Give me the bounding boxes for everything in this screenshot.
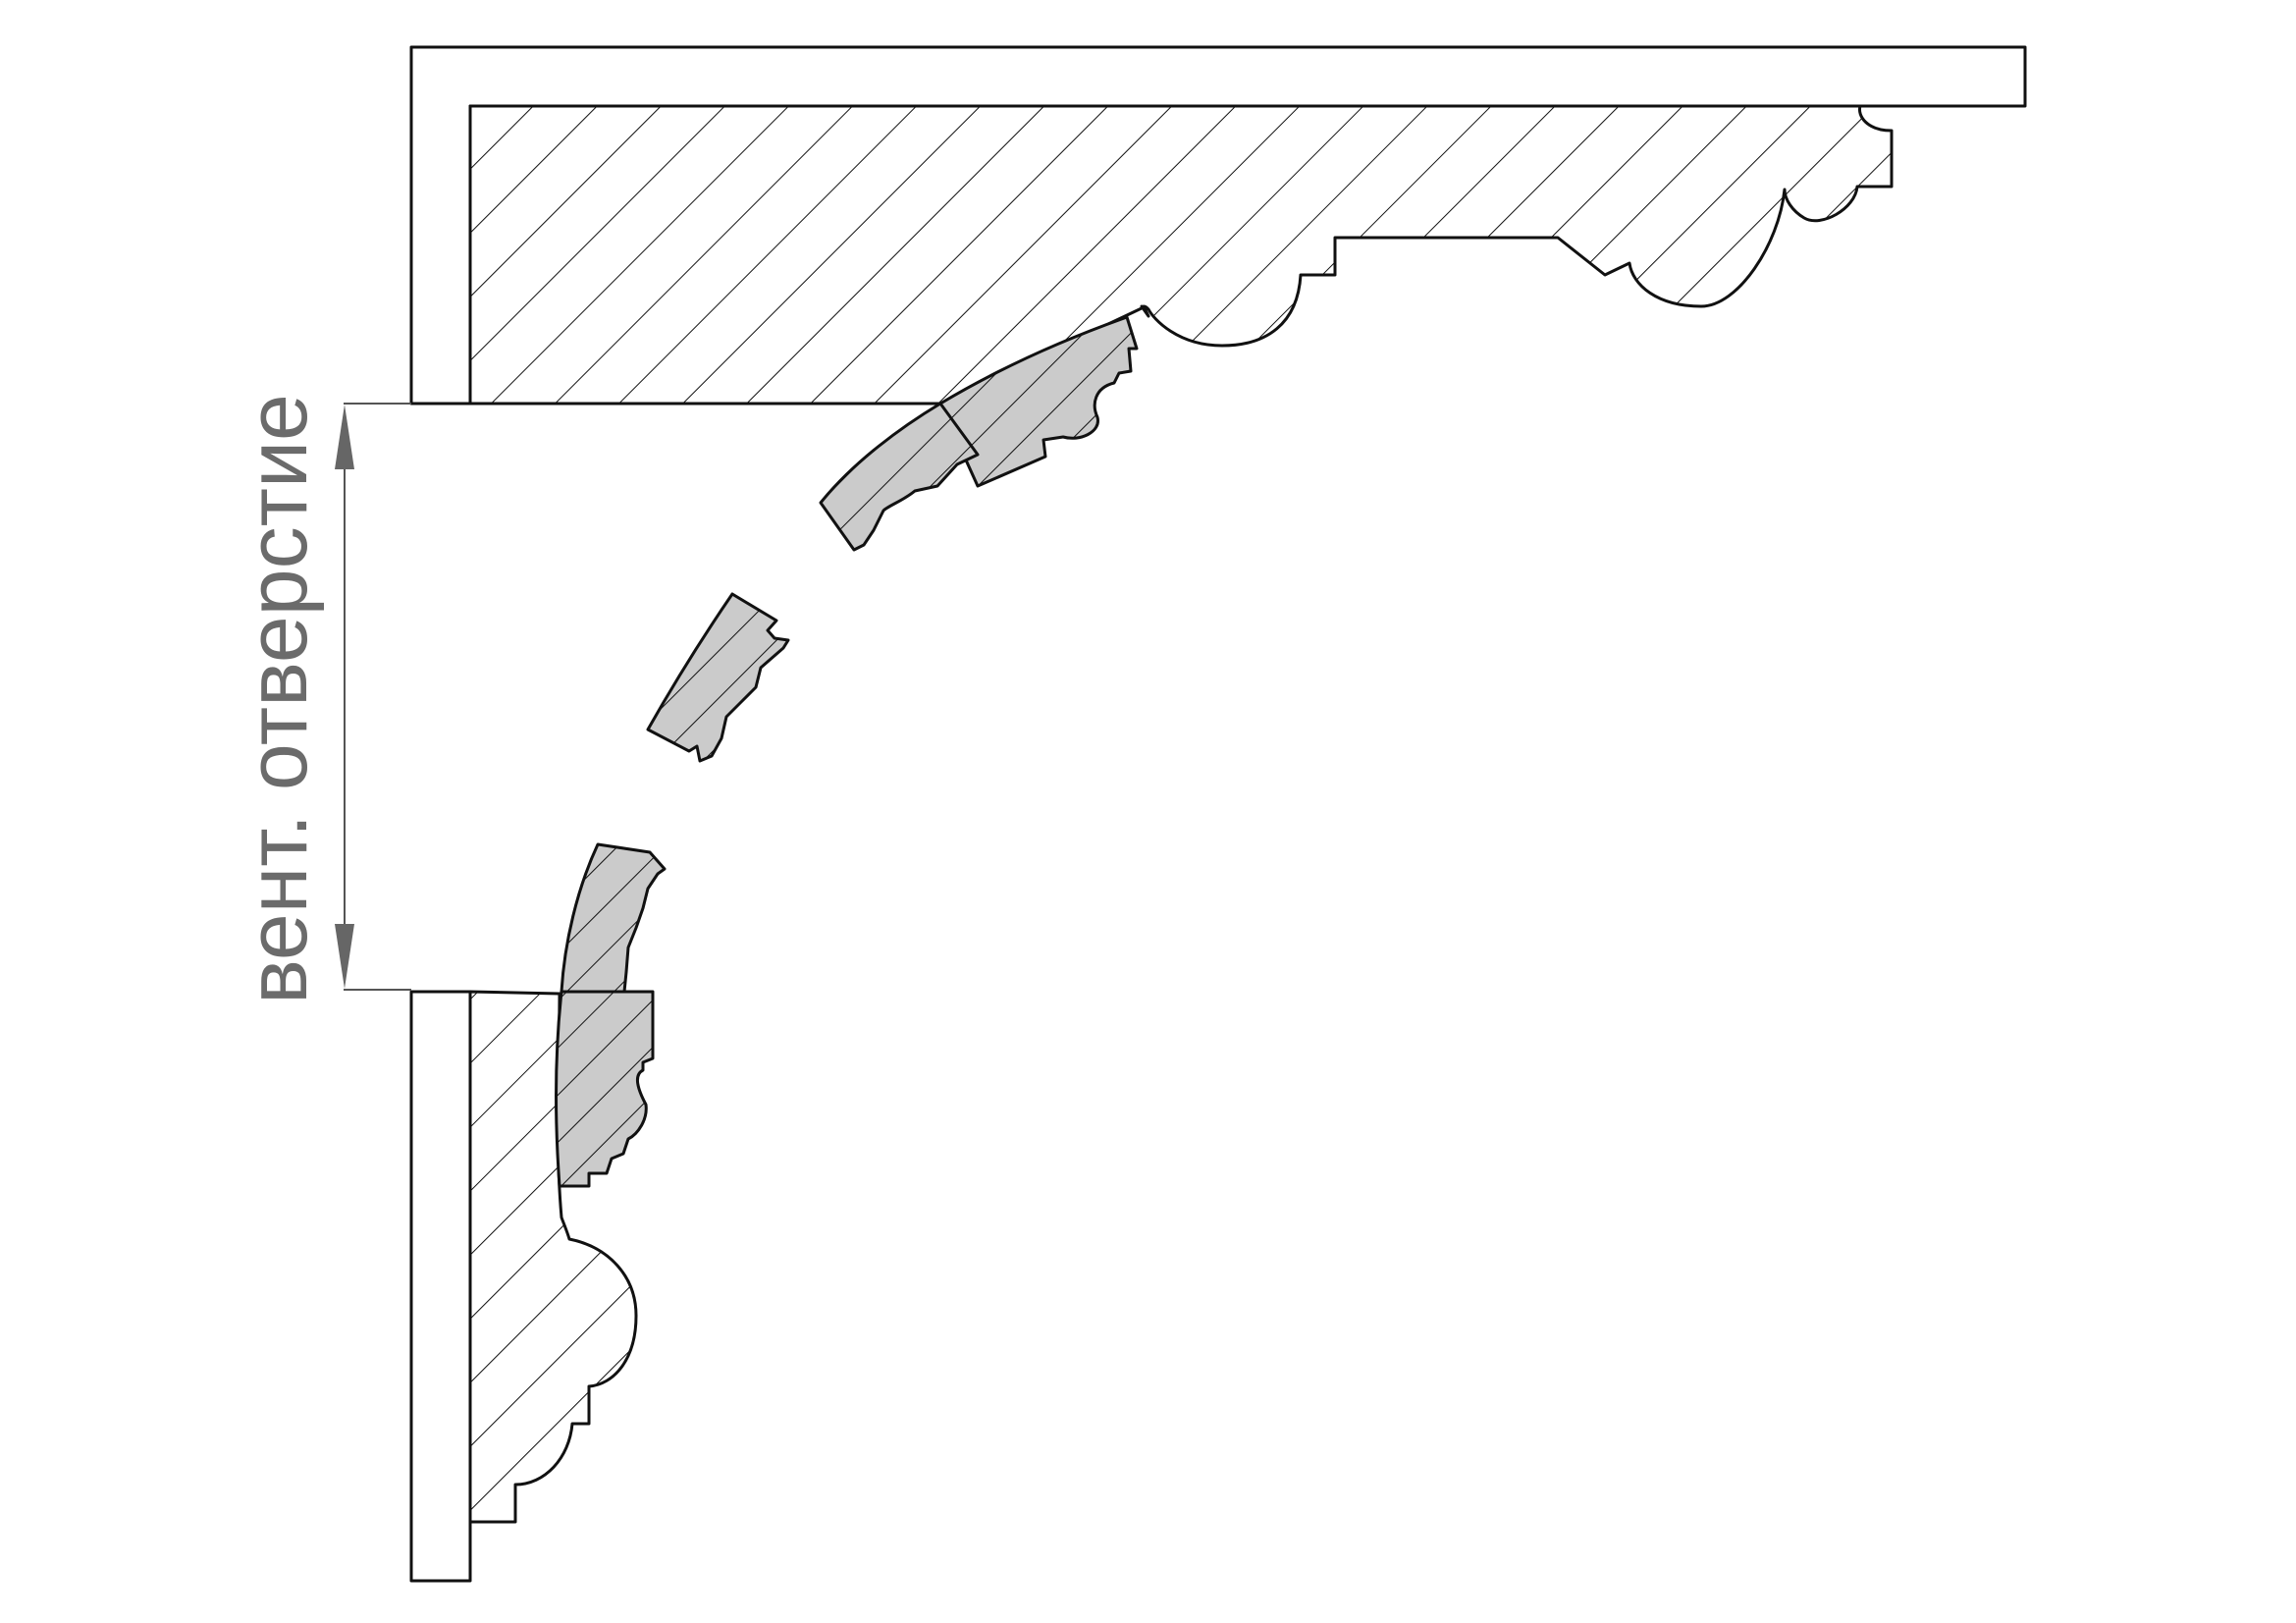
moulding-piece-upper-main	[938, 315, 1139, 488]
vent-opening-label: вент. отверстие	[231, 394, 325, 1004]
moulding-piece-lower-upper	[560, 842, 667, 994]
lower-wall-frame	[409, 990, 472, 1583]
dimension-arrow-top	[335, 405, 354, 469]
dimension-arrow-bottom	[335, 924, 354, 989]
moulding-piece-middle	[646, 592, 790, 763]
moulding-piece-upper-secondary	[819, 402, 980, 552]
upper-cornice-profile	[468, 104, 1894, 406]
moulding-piece-lower-main	[554, 990, 655, 1188]
vent-opening-dimension	[335, 403, 411, 991]
